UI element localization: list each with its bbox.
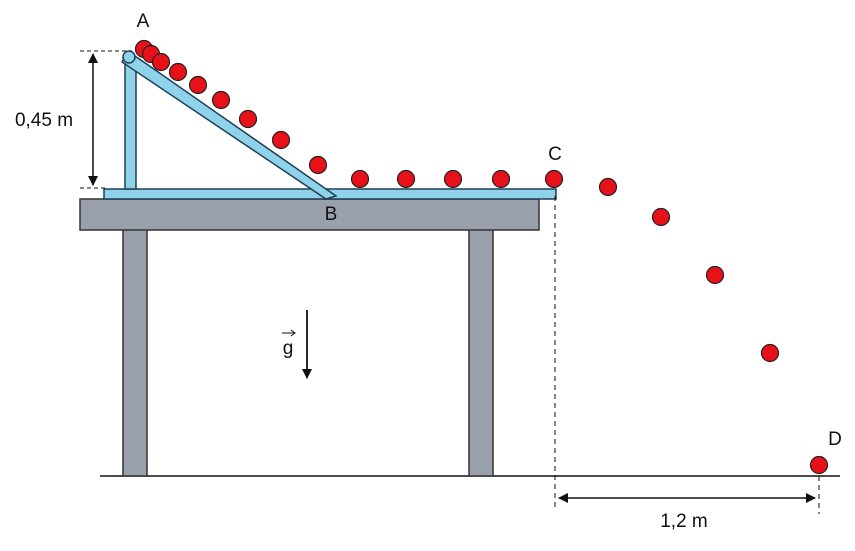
point-a-label: A xyxy=(137,11,150,32)
distance-label: 1,2 m xyxy=(660,511,708,532)
ball xyxy=(544,169,564,189)
gravity-vector-tip xyxy=(290,329,296,337)
ball-positions xyxy=(134,39,829,475)
inclined-ramp xyxy=(120,50,338,200)
ball xyxy=(396,169,416,189)
point-c-label: C xyxy=(548,144,562,165)
ball xyxy=(168,62,188,82)
table-leg-left xyxy=(122,228,148,477)
ball xyxy=(491,169,511,189)
ball xyxy=(308,155,328,175)
table-top xyxy=(79,198,540,231)
gravity-label: g xyxy=(283,338,294,359)
ball xyxy=(443,169,463,189)
point-b-label: B xyxy=(325,204,338,225)
ball xyxy=(188,75,208,95)
ball xyxy=(151,52,171,72)
ball xyxy=(211,90,231,110)
ball xyxy=(238,109,258,129)
ball xyxy=(705,265,725,285)
height-label: 0,45 m xyxy=(15,110,73,131)
ball xyxy=(760,343,780,363)
ball xyxy=(809,455,829,475)
vertical-support xyxy=(124,59,137,190)
table-leg-right xyxy=(468,228,494,477)
ball xyxy=(271,130,291,150)
ramp-top-joint xyxy=(122,50,136,64)
ball xyxy=(350,169,370,189)
point-d-label: D xyxy=(828,429,842,450)
ball xyxy=(598,177,618,197)
ball xyxy=(651,207,671,227)
